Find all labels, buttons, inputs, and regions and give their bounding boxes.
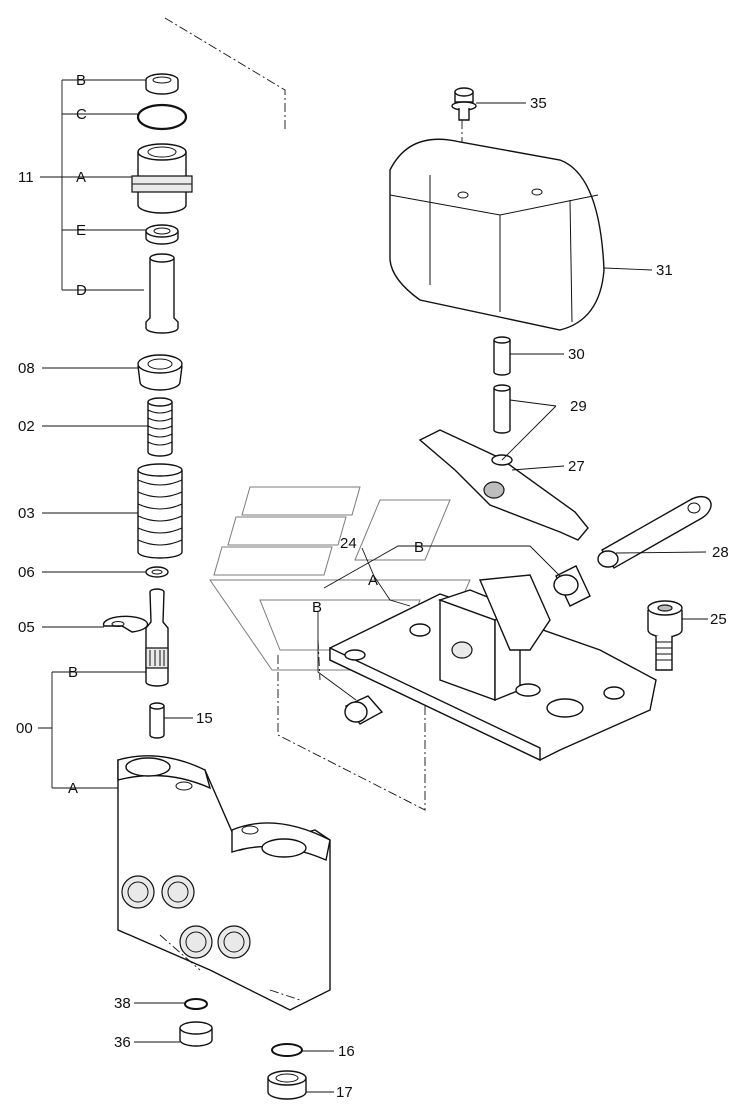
callout-16: 16	[338, 1043, 355, 1060]
callout-24B-left: B	[312, 599, 322, 616]
callout-11E: E	[76, 222, 86, 239]
callout-08: 08	[18, 360, 35, 377]
callout-11D: D	[76, 282, 87, 299]
callout-15: 15	[196, 710, 213, 727]
part-05-clip	[102, 615, 149, 633]
callout-11B: B	[76, 72, 86, 89]
callout-06: 06	[18, 564, 35, 581]
part-11D-plunger	[145, 253, 179, 334]
callout-24B-top: B	[414, 539, 424, 556]
callout-29: 29	[570, 398, 587, 415]
callout-labels: B C 11 A E D 08 02 03 06 05 B 15 00 A 38…	[16, 72, 729, 1101]
callout-24A: A	[368, 572, 378, 589]
callout-36: 36	[114, 1034, 131, 1051]
callout-17: 17	[336, 1084, 353, 1101]
callout-38: 38	[114, 995, 131, 1012]
part-27-lever	[418, 429, 589, 541]
part-02-inner-spring	[147, 397, 173, 457]
part-00B-spool	[145, 588, 169, 687]
callout-05: 05	[18, 619, 35, 636]
part-35-bolt	[451, 87, 477, 121]
part-16-oring	[271, 1043, 303, 1057]
part-30-pin	[493, 336, 511, 376]
part-29-pin	[493, 384, 511, 434]
part-25-bolt	[647, 600, 683, 671]
leader-lines	[38, 79, 708, 1093]
callout-25: 25	[710, 611, 727, 628]
part-00A-valve-body	[117, 755, 331, 1011]
callout-00B: B	[68, 664, 78, 681]
part-31-cover	[389, 138, 605, 331]
part-11A-sleeve	[131, 143, 193, 214]
part-11B-ring	[145, 73, 179, 95]
callout-30: 30	[568, 346, 585, 363]
part-06-washer	[145, 566, 169, 578]
callout-03: 03	[18, 505, 35, 522]
callout-11C: C	[76, 106, 87, 123]
part-38-oring	[184, 998, 208, 1010]
callout-11: 11	[18, 169, 34, 186]
part-24A-bracket-plate	[329, 574, 657, 762]
callout-11A: A	[76, 169, 86, 186]
part-24B-bushing	[344, 565, 591, 725]
part-03-outer-spring	[137, 463, 183, 559]
callout-00A: A	[68, 780, 78, 797]
part-36-plug	[179, 1021, 213, 1047]
part-11C-oring	[136, 103, 188, 131]
part-15-pin	[149, 702, 165, 739]
callout-31: 31	[656, 262, 673, 279]
callout-27: 27	[568, 458, 585, 475]
part-08-seat	[137, 354, 183, 391]
part-28-shaft	[597, 495, 712, 569]
callout-28: 28	[712, 544, 729, 561]
callout-24: 24	[340, 535, 357, 552]
callout-02: 02	[18, 418, 35, 435]
callout-35: 35	[530, 95, 547, 112]
part-11E-ring	[145, 224, 179, 245]
callout-00: 00	[16, 720, 33, 737]
part-17-plug	[267, 1070, 307, 1100]
